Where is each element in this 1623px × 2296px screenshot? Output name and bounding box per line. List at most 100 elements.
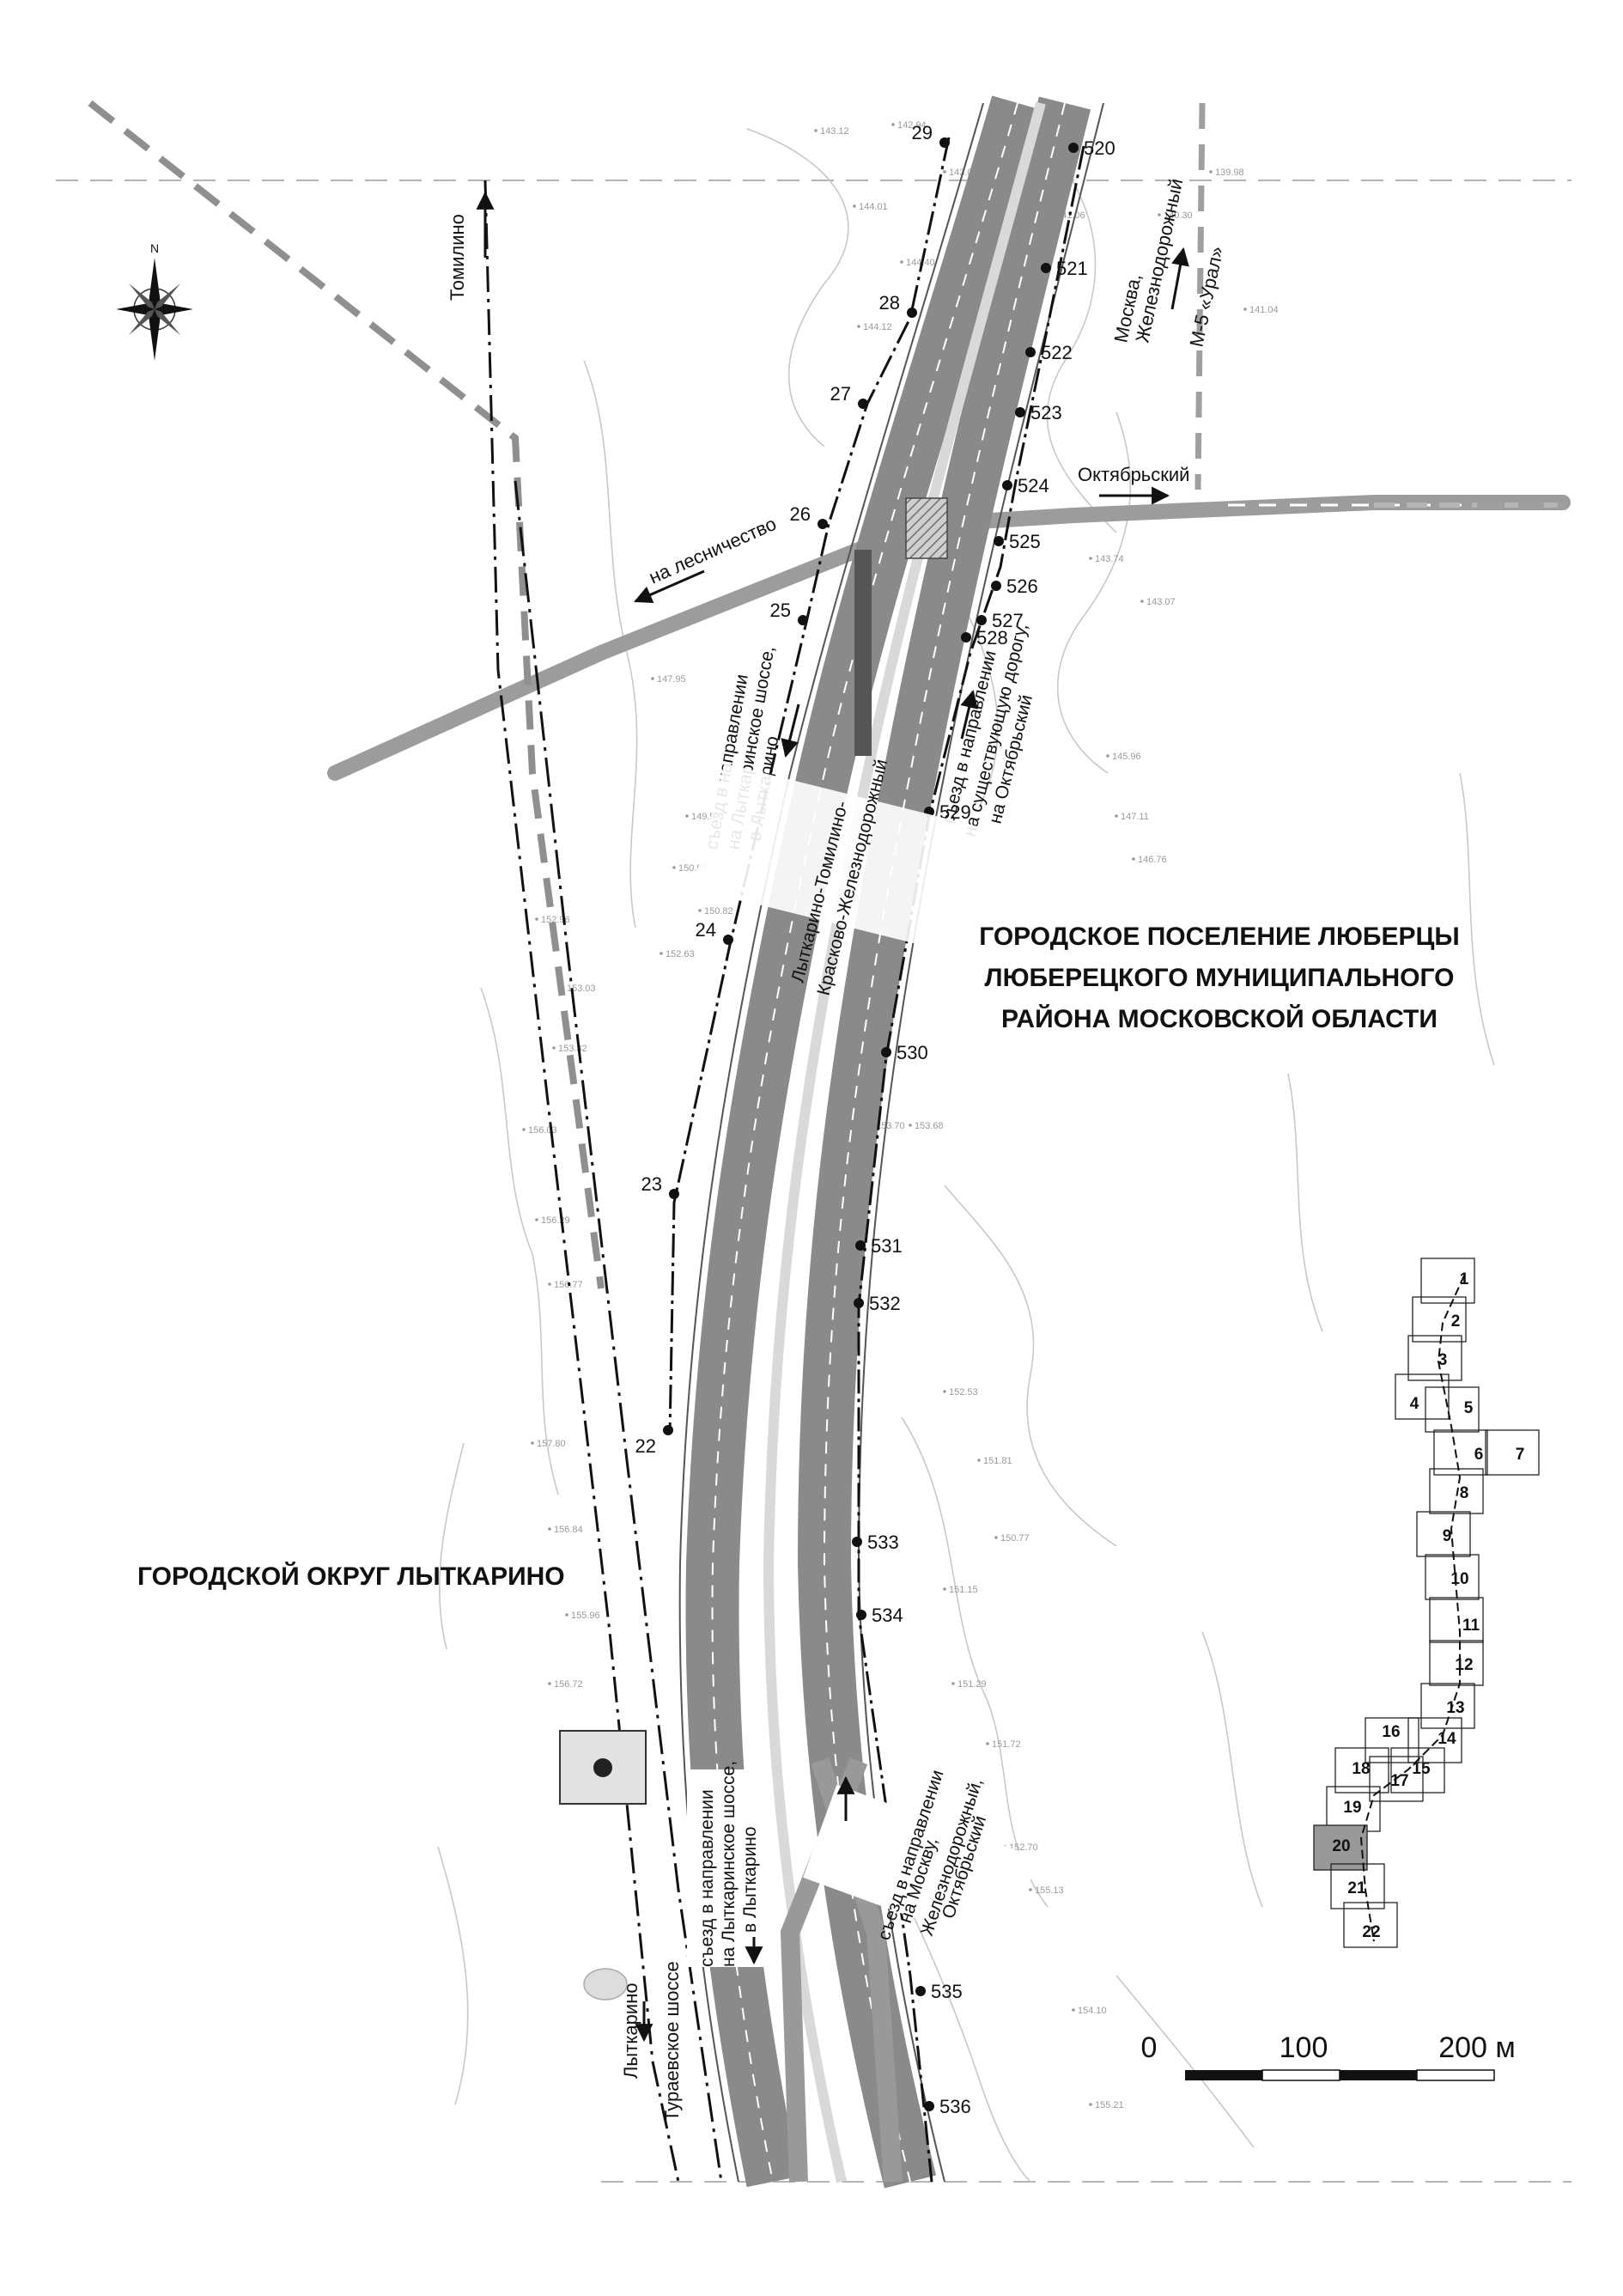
station-point-524: 524 [1002, 475, 1049, 496]
label-leshnichestvo: на лесничество [646, 513, 780, 588]
elevation-mark: 141.04 [1243, 305, 1279, 315]
sheet-tile-label: 5 [1464, 1399, 1474, 1417]
station-point-25: 25 [770, 600, 808, 625]
sheet-tile-label: 11 [1462, 1617, 1480, 1635]
elevation-mark: 152.63 [660, 949, 695, 959]
elevation-mark: 155.21 [1089, 2100, 1124, 2110]
elevation-mark: 144.01 [853, 202, 888, 212]
station-label: 24 [696, 919, 716, 941]
elevation-value: 152.63 [666, 949, 695, 959]
elevation-value: 151.15 [949, 1585, 978, 1595]
elevation-value: 147.11 [1121, 812, 1149, 822]
station-point-27: 27 [830, 383, 868, 409]
station-point-530: 530 [881, 1042, 928, 1063]
station-point-523: 523 [1015, 402, 1062, 423]
elevation-value: 144.40 [906, 258, 935, 268]
elevation-mark: 143.07 [1140, 597, 1176, 607]
station-label: 27 [830, 383, 851, 405]
elevation-value: 152.53 [949, 1387, 978, 1398]
station-label: 536 [939, 2096, 971, 2117]
west-alignment [668, 137, 951, 1435]
station-point-26: 26 [790, 503, 828, 529]
scale-mid: 100 [1280, 2031, 1328, 2064]
elevation-mark: 151.81 [977, 1456, 1012, 1466]
road-name-plate [693, 763, 983, 953]
elevation-value: 151.81 [983, 1456, 1012, 1466]
elevation-mark: 150.77 [994, 1533, 1030, 1544]
label-turaevskoe: Тураевское шоссе [661, 1961, 683, 2122]
sheet-tile-3: 3 [1407, 1335, 1462, 1381]
elevation-mark: 147.95 [651, 674, 686, 685]
station-label: 22 [635, 1435, 656, 1457]
sheet-tile-label: 15 [1412, 1760, 1431, 1778]
exit-b-plate [687, 1769, 764, 1967]
elevation-value: 140.30 [1164, 210, 1193, 221]
arrow-exit-okt [960, 689, 978, 740]
sheet-tile-label: 3 [1438, 1351, 1448, 1369]
station-point-532: 532 [854, 1293, 901, 1314]
station-point-527: 527 [976, 610, 1024, 631]
facility-block [559, 1730, 647, 2001]
sheet-tile-label: 16 [1382, 1723, 1400, 1741]
sheet-tile-4: 4 [1395, 1373, 1450, 1420]
station-point-522: 522 [1025, 342, 1073, 363]
compass-north-label: N [150, 241, 159, 255]
station-point-520: 520 [1068, 137, 1115, 159]
sheet-tile-label: 18 [1352, 1760, 1370, 1778]
elevation-mark: 155.13 [1029, 1885, 1064, 1896]
elevation-mark: 154.10 [1072, 2006, 1107, 2016]
elevation-mark: 157.80 [531, 1439, 566, 1449]
label-moscow-2: Железнодорожный [1131, 177, 1187, 344]
scale-zero: 0 [1141, 2031, 1158, 2064]
elevation-mark: 144.12 [857, 322, 892, 332]
sheet-tile-1: 1 [1420, 1258, 1475, 1304]
interchange-bridge [905, 497, 948, 559]
region-east-line1: ГОРОДСКОЕ ПОСЕЛЕНИЕ ЛЮБЕРЦЫ [979, 923, 1460, 951]
elevation-value: 156.72 [554, 1679, 583, 1690]
sheet-tile-21: 21 [1330, 1863, 1385, 1909]
station-point-533: 533 [852, 1532, 899, 1553]
sheet-tile-18: 18 [1334, 1747, 1389, 1794]
station-point-28: 28 [879, 292, 917, 318]
elevation-mark: 153.68 [909, 1121, 944, 1131]
elevation-value: 145.96 [1112, 752, 1141, 762]
elevation-value: 142.94 [897, 120, 927, 131]
sheet-tile-14: 14 [1407, 1717, 1462, 1763]
elevation-value: 157.80 [537, 1439, 566, 1449]
ramp-marker [854, 550, 872, 756]
elevation-value: 156.29 [541, 1215, 570, 1226]
elevation-mark: 144.40 [900, 258, 935, 268]
sheet-frame [56, 180, 1571, 2183]
station-label: 525 [1009, 531, 1041, 552]
elevation-mark: 153.32 [552, 1044, 587, 1054]
elevation-mark: 139.98 [1209, 167, 1244, 178]
elevation-mark: 142.94 [891, 120, 927, 131]
sheet-tile-label: 13 [1446, 1699, 1464, 1717]
station-label: 533 [867, 1532, 899, 1553]
station-point-528: 528 [961, 627, 1008, 649]
station-label: 23 [641, 1173, 662, 1195]
scale-bar: 0 100 200 м [1141, 2031, 1516, 2081]
station-point-22: 22 [635, 1425, 673, 1457]
elevation-value: 147.95 [657, 674, 686, 685]
sheet-tile-20: 20 [1313, 1824, 1368, 1871]
sheet-tile-label: 7 [1516, 1446, 1525, 1464]
sheet-tile-5: 5 [1425, 1386, 1480, 1433]
sheet-tile-label: 10 [1450, 1570, 1468, 1588]
station-point-24: 24 [696, 919, 733, 945]
arrow-exit-a [781, 703, 800, 758]
elevation-mark: 155.96 [565, 1611, 600, 1621]
station-label: 528 [976, 627, 1008, 649]
exit-b-line1: съезд в направлении [697, 1789, 717, 1967]
elevation-mark: 147.11 [1115, 812, 1149, 822]
exit-b-line2: на Лыткаринское шоссе, [719, 1761, 739, 1967]
elevation-mark: 152.53 [943, 1387, 978, 1398]
elevation-value: 141.04 [1249, 305, 1279, 315]
elevation-value: 143.12 [820, 126, 849, 137]
station-label: 29 [912, 122, 933, 143]
elevation-value: 155.96 [571, 1611, 600, 1621]
region-east-line3: РАЙОНА МОСКОВСКОЙ ОБЛАСТИ [1001, 1004, 1438, 1033]
station-label: 26 [790, 503, 811, 525]
sheet-tile-10: 10 [1425, 1554, 1480, 1600]
